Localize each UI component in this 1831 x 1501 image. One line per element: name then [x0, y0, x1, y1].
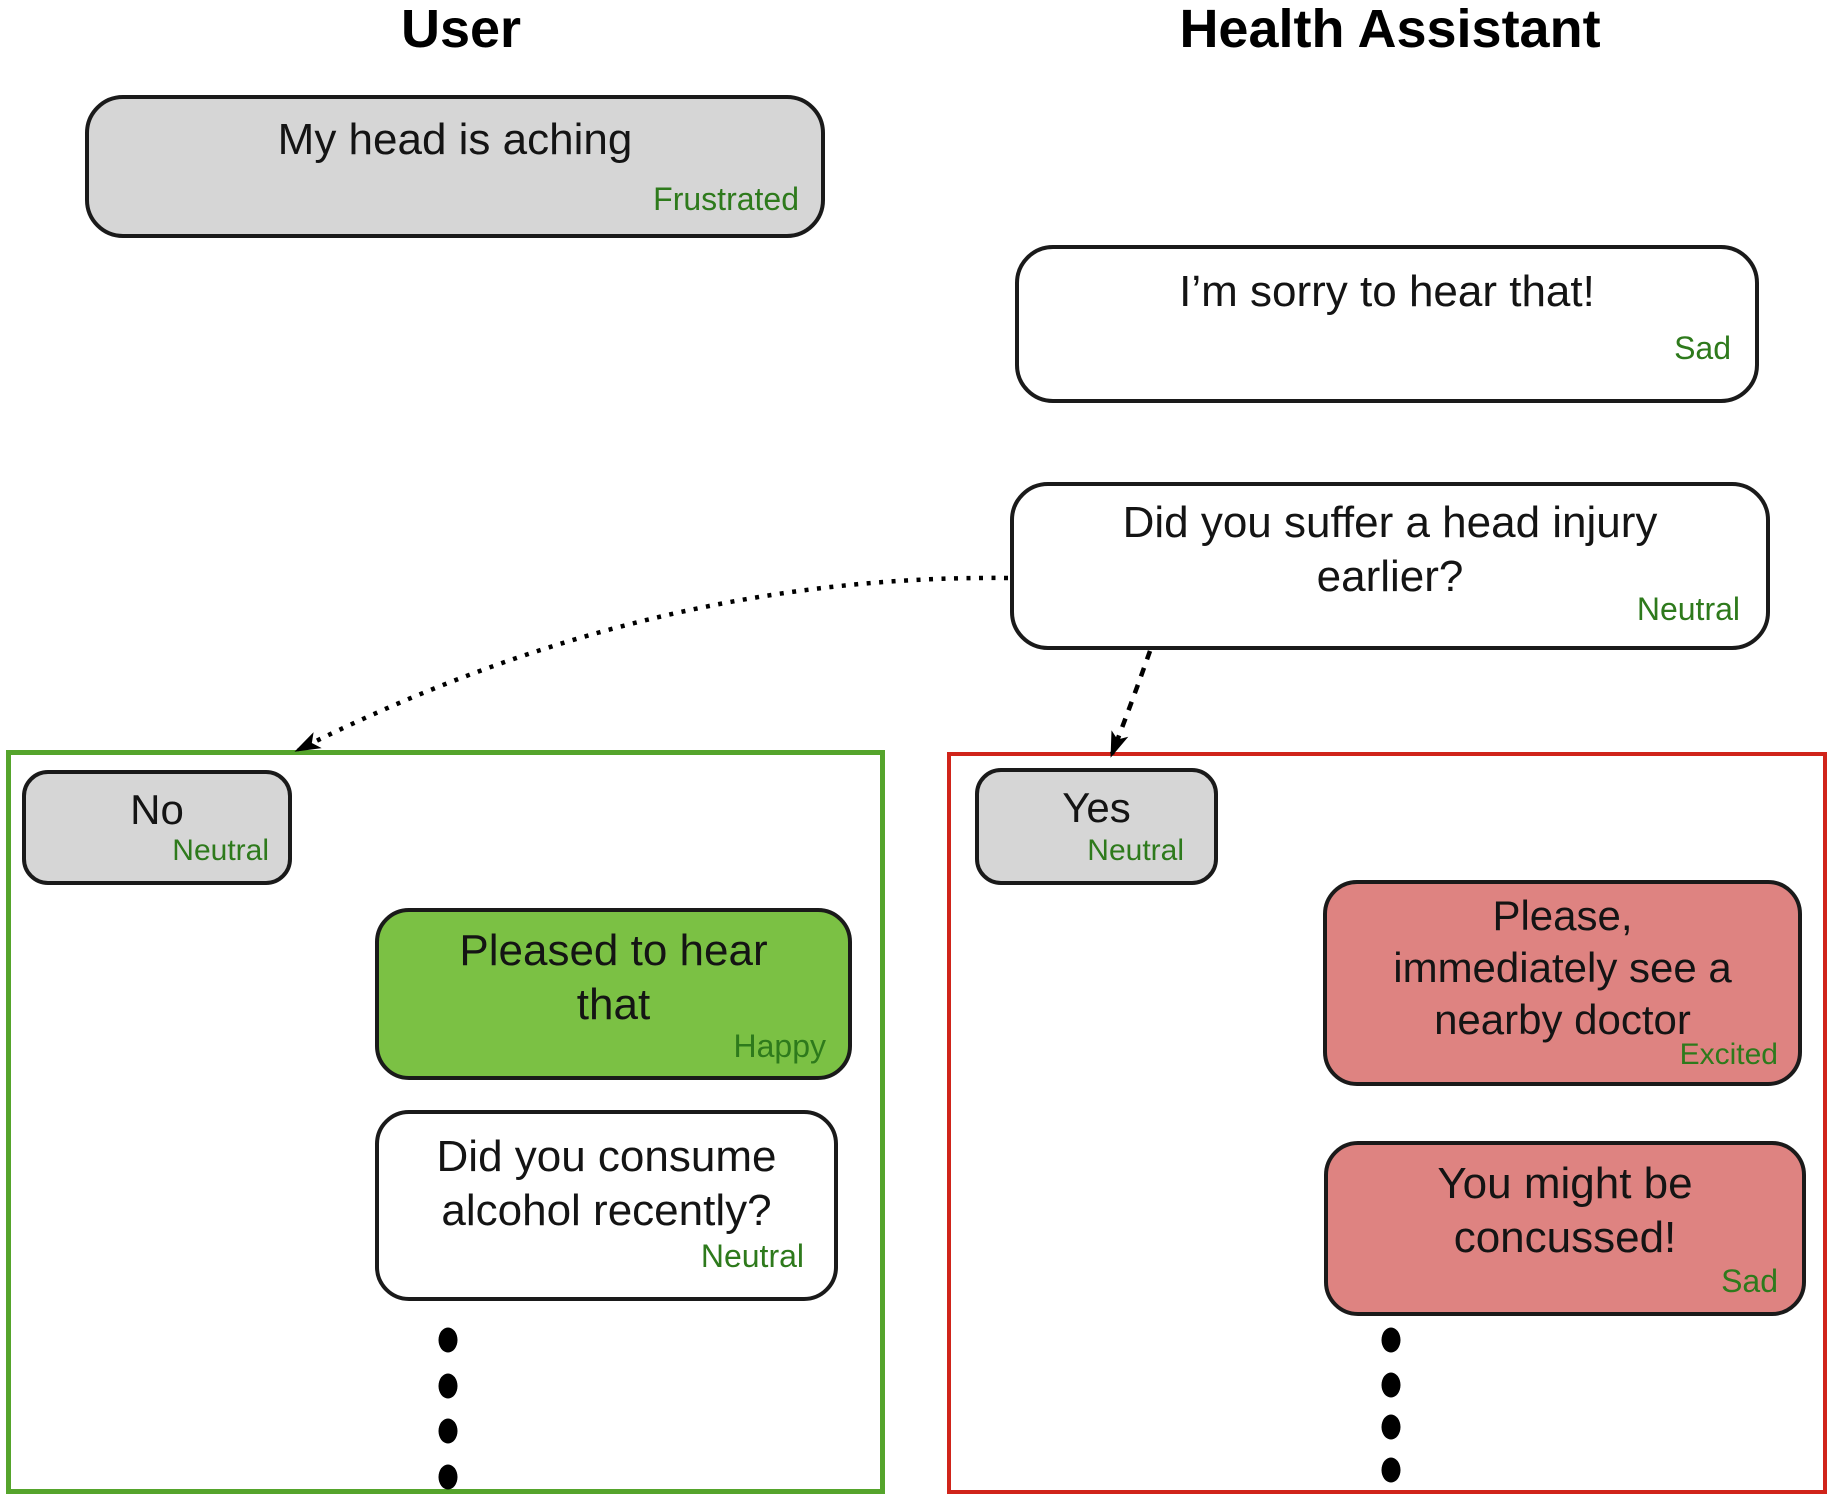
emotion-label: Sad [1721, 1263, 1778, 1299]
message-text: concussed! [1453, 1213, 1677, 1262]
message-text: nearby doctor [1434, 996, 1691, 1043]
message-text: Please, [1492, 892, 1633, 939]
message-text: Yes [1062, 784, 1131, 831]
message-text: that [576, 980, 651, 1029]
message-text: My head is aching [277, 115, 633, 164]
user-answer-bubble-yes: Yes Neutral [975, 768, 1218, 885]
assistant-message-bubble-concussed: You might be concussed! Sad [1324, 1141, 1806, 1316]
assistant-message-bubble-see-doctor: Please, immediately see a nearby doctor … [1323, 880, 1802, 1086]
assistant-message-bubble-alcohol: Did you consume alcohol recently? Neutra… [375, 1110, 838, 1301]
assistant-message-bubble-head-injury: Did you suffer a head injury earlier? Ne… [1010, 482, 1770, 650]
assistant-message-bubble-sorry: I’m sorry to hear that! Sad [1015, 245, 1759, 403]
message-text: Did you suffer a head injury [1122, 498, 1658, 547]
emotion-label: Sad [1674, 330, 1731, 366]
emotion-label: Neutral [1087, 834, 1184, 867]
message-text: I’m sorry to hear that! [1179, 267, 1595, 316]
emotion-label: Neutral [172, 834, 269, 867]
yes-branch-box [947, 752, 1827, 1494]
message-text: Pleased to hear [459, 926, 768, 975]
emotion-label: Neutral [1636, 591, 1740, 627]
message-text: alcohol recently? [441, 1186, 772, 1235]
user-answer-bubble-no: No Neutral [22, 770, 292, 885]
user-column-title: User [400, 0, 522, 59]
emotion-label: Happy [733, 1028, 827, 1064]
message-text: You might be [1437, 1159, 1693, 1208]
emotion-label: Frustrated [653, 181, 799, 217]
no-branch-box [6, 750, 885, 1494]
message-text: Did you consume [436, 1132, 777, 1181]
message-text: earlier? [1316, 552, 1464, 601]
message-text: No [130, 786, 184, 833]
arrow-to-yes-branch-icon [1109, 650, 1153, 758]
assistant-message-bubble-pleased: Pleased to hear that Happy [375, 908, 852, 1080]
emotion-label: Neutral [700, 1238, 804, 1274]
assistant-column-title: Health Assistant [1179, 0, 1601, 59]
message-text: immediately see a [1393, 944, 1732, 991]
arrow-to-no-branch-icon [294, 575, 1009, 753]
user-message-bubble: My head is aching Frustrated [85, 95, 825, 238]
emotion-label: Excited [1679, 1038, 1778, 1071]
